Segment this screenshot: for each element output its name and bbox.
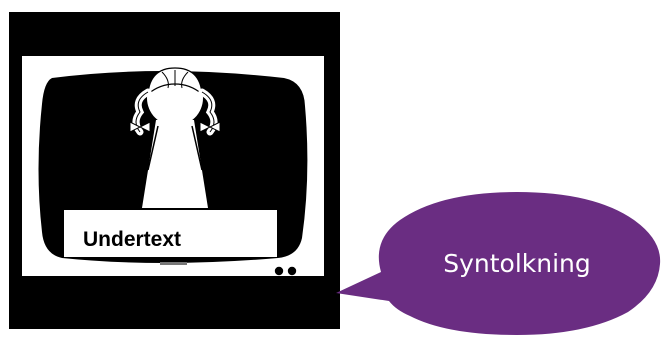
speech-bubble-label: Syntolkning xyxy=(443,249,591,278)
tv-slot xyxy=(160,262,187,265)
tv-knob-right xyxy=(288,267,296,275)
tv-knob-left xyxy=(275,267,283,275)
caption-text: Undertext xyxy=(83,228,181,251)
